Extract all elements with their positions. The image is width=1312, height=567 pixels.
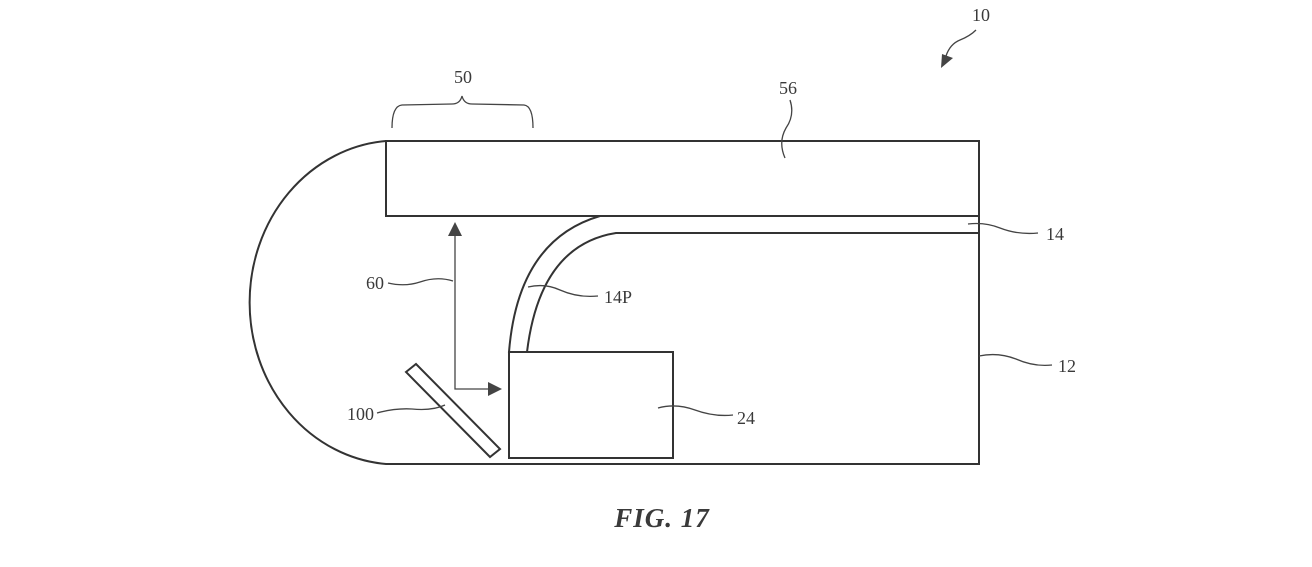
reflector (404, 362, 502, 459)
housing-outline (248, 140, 980, 465)
region-bracket (391, 95, 534, 129)
light-path-arrowhead-right (488, 382, 502, 396)
leader-housing (978, 353, 1053, 367)
figure-caption: FIG. 17 (613, 503, 710, 533)
leader-reflector (376, 404, 446, 414)
label-device: 10 (972, 5, 990, 25)
device-arrow (945, 29, 977, 57)
leader-light-path (387, 278, 454, 286)
label-reflector: 100 (347, 404, 374, 424)
label-panel: 14 (1046, 224, 1064, 244)
leader-panel (967, 222, 1039, 235)
label-cover: 56 (779, 78, 797, 98)
label-region: 50 (454, 67, 472, 87)
device-arrow-head (941, 54, 953, 68)
label-light-path: 60 (366, 273, 384, 293)
cover-layer (385, 140, 980, 217)
display-panel (507, 215, 980, 353)
component-box (508, 351, 674, 459)
leader-cover (781, 99, 793, 159)
light-path (454, 232, 490, 390)
label-component: 24 (737, 408, 755, 428)
leader-panel-bent (527, 284, 599, 298)
light-path-arrowhead-up (448, 222, 462, 236)
label-housing: 12 (1058, 356, 1076, 376)
leader-component (657, 405, 734, 417)
label-panel-bent: 14P (604, 287, 632, 307)
